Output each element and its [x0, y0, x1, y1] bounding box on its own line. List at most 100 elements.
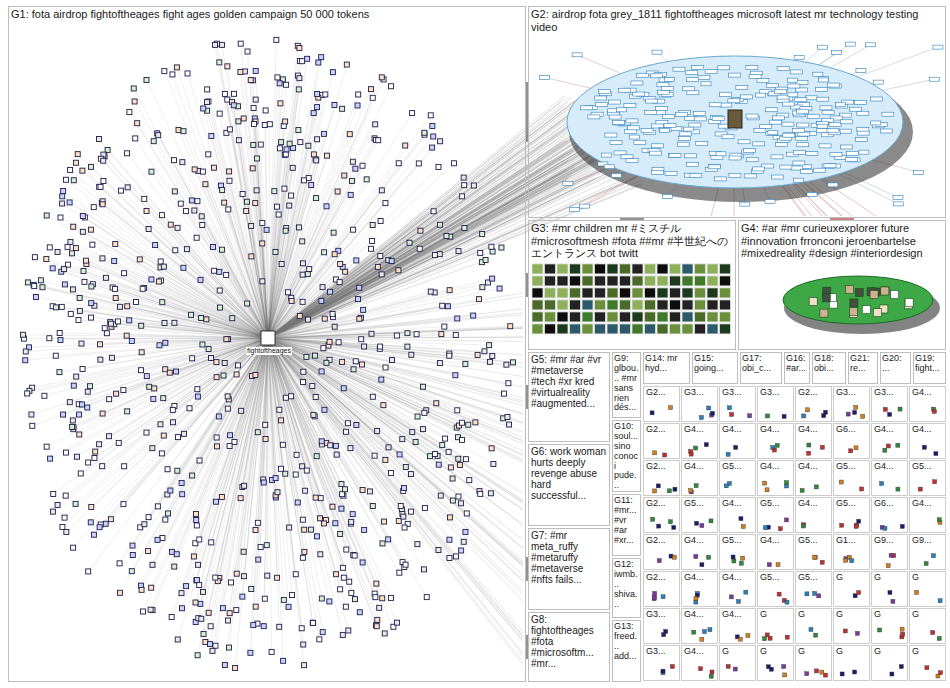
account-node	[258, 545, 263, 550]
account-node	[324, 204, 329, 209]
account-node	[378, 218, 383, 223]
tie-line	[198, 338, 268, 618]
tie-line	[215, 45, 268, 338]
tie-line	[268, 141, 440, 338]
account-node	[333, 443, 338, 448]
account-node	[279, 418, 284, 423]
account-node	[204, 317, 209, 322]
account-node	[172, 189, 177, 194]
account-node	[208, 642, 213, 647]
account-node	[372, 453, 377, 458]
tie-line	[60, 338, 268, 340]
account-node	[74, 374, 79, 379]
account-node	[32, 255, 37, 260]
account-node	[373, 595, 378, 600]
tie-line	[66, 338, 268, 496]
account-node	[144, 209, 149, 214]
account-node	[255, 520, 260, 525]
tie-line	[175, 191, 268, 338]
account-node	[180, 160, 185, 165]
account-node	[196, 562, 201, 567]
fan-line	[268, 338, 523, 432]
fan-line	[268, 338, 523, 377]
fan-line	[268, 338, 523, 575]
account-node	[356, 92, 361, 97]
account-node	[217, 269, 222, 274]
account-node	[301, 178, 306, 183]
account-node	[222, 361, 227, 366]
tie-line	[83, 338, 268, 369]
account-node	[85, 405, 90, 410]
account-node	[181, 265, 186, 270]
account-node	[380, 541, 385, 546]
account-node	[281, 597, 286, 602]
account-node	[347, 132, 352, 137]
account-node	[340, 359, 345, 364]
tie-line	[229, 338, 268, 648]
account-node	[282, 186, 287, 191]
account-node	[461, 539, 466, 544]
account-node	[194, 517, 199, 522]
account-node	[82, 279, 87, 284]
account-node	[44, 444, 49, 449]
tie-line	[81, 338, 268, 473]
account-node	[324, 153, 329, 158]
account-node	[370, 394, 375, 399]
account-node	[42, 393, 47, 398]
account-node	[332, 103, 337, 108]
account-node	[140, 286, 145, 291]
account-node	[175, 435, 180, 440]
tie-line	[101, 159, 268, 338]
account-node	[284, 82, 289, 87]
account-node	[137, 257, 142, 262]
fan-line	[268, 338, 523, 549]
account-node	[149, 585, 154, 590]
account-node	[127, 110, 132, 115]
tie-line	[268, 338, 283, 661]
account-node	[471, 183, 476, 188]
bundle-line	[268, 92, 617, 338]
account-node	[115, 319, 120, 324]
account-node	[379, 377, 384, 382]
account-node	[438, 361, 443, 366]
fan-line	[268, 338, 523, 441]
account-node	[181, 129, 186, 134]
account-node	[63, 493, 68, 498]
account-node	[403, 562, 408, 567]
account-node	[252, 122, 257, 127]
account-node	[347, 579, 352, 584]
account-node	[80, 168, 85, 173]
account-node	[133, 300, 138, 305]
account-node	[245, 49, 250, 54]
account-node	[63, 450, 68, 455]
account-node	[77, 308, 82, 313]
account-node	[109, 355, 114, 360]
account-node	[131, 86, 136, 91]
account-node	[296, 128, 301, 133]
account-node	[70, 287, 75, 292]
account-node	[324, 360, 329, 365]
account-node	[306, 317, 311, 322]
account-node	[195, 653, 200, 658]
tie-line	[228, 209, 268, 338]
account-node	[336, 340, 341, 345]
account-node	[119, 188, 124, 193]
account-node	[206, 347, 211, 352]
account-node	[73, 246, 78, 251]
account-node	[319, 369, 324, 374]
account-node	[275, 490, 280, 495]
account-node	[58, 337, 63, 342]
account-node	[87, 384, 92, 389]
account-node	[88, 227, 93, 232]
account-node	[463, 529, 468, 534]
account-node	[408, 472, 413, 477]
account-node	[415, 542, 420, 547]
tie-line	[151, 338, 268, 610]
tie-line	[219, 62, 268, 338]
account-node	[193, 600, 198, 605]
account-node	[195, 394, 200, 399]
account-node	[80, 366, 85, 371]
account-node	[402, 485, 407, 490]
account-node	[421, 567, 426, 572]
account-node	[213, 575, 218, 580]
